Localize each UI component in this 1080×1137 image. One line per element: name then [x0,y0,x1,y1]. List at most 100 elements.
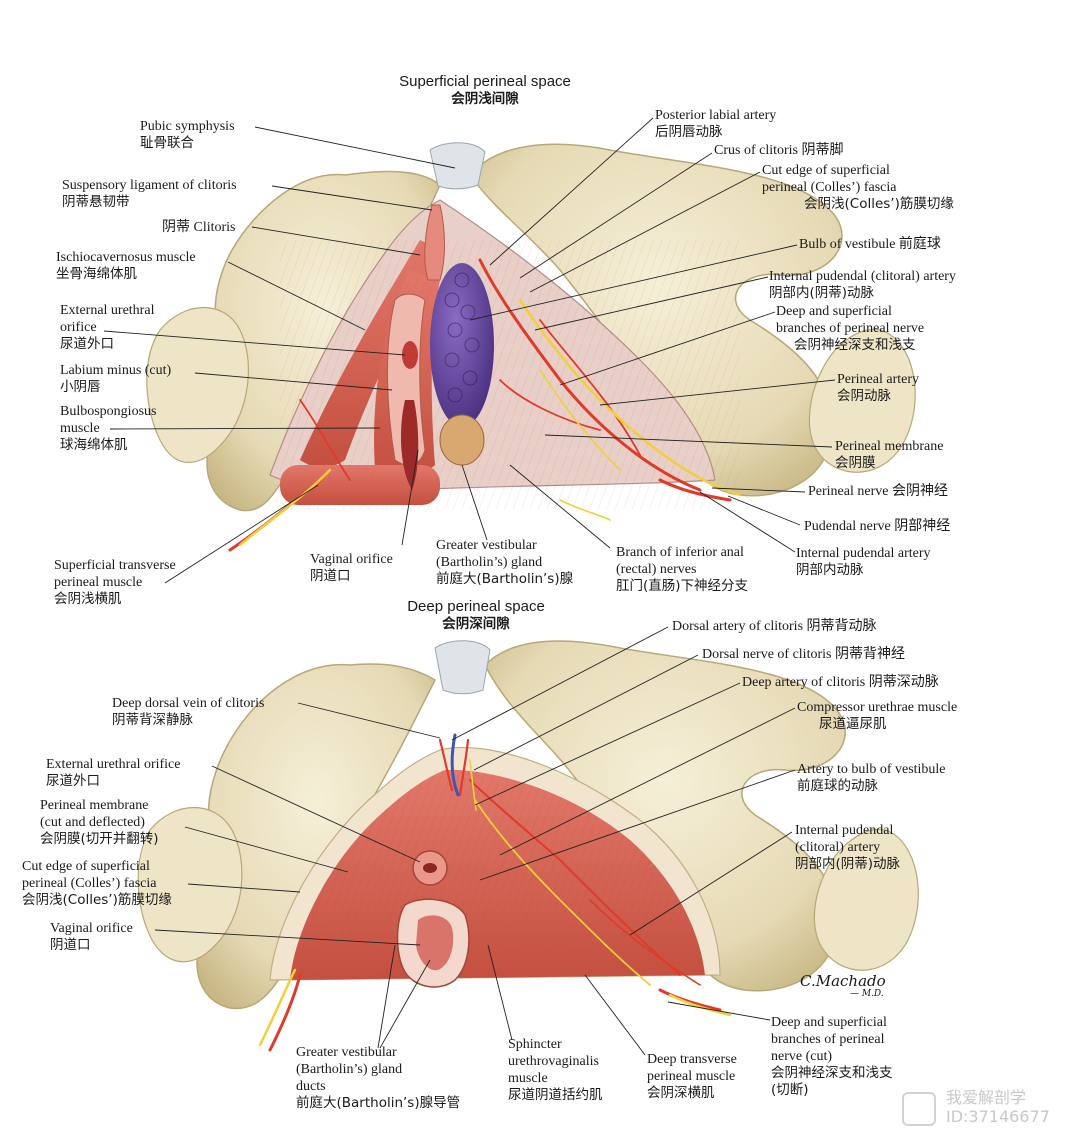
label-line: Deep artery of clitoris 阴蒂深动脉 [742,675,939,690]
label-line-cn: (切断) [771,1082,809,1098]
label-bulb-of-vestibule: Bulb of vestibule 前庭球 [799,236,941,253]
label-external-urethral-orifice-bottom: External urethral orifice 尿道外口 [46,756,180,790]
label-line: Artery to bulb of vestibule [797,762,946,777]
label-line: Pudendal nerve 阴部神经 [804,519,951,534]
top-title-cn: 会阴浅间隙 [451,91,519,107]
label-line-cn: 阴道口 [50,937,91,953]
label-internal-pudendal-clitoral-top: Internal pudendal (clitoral) artery 阴部内(… [769,268,956,302]
label-line-cn: 阴部内动脉 [796,562,864,578]
label-line: perineal muscle [54,575,143,590]
label-line-cn: 坐骨海绵体肌 [56,266,137,282]
label-line-cn: 会阴动脉 [837,388,891,404]
label-dorsal-nerve-of-clitoris: Dorsal nerve of clitoris 阴蒂背神经 [702,646,905,663]
label-pudendal-nerve: Pudendal nerve 阴部神经 [804,518,950,535]
top-vaginal-orifice [400,400,419,490]
label-line-cn: 尿道外口 [60,336,114,352]
label-deep-transverse-perineal: Deep transverse perineal muscle 会阴深横肌 [647,1051,737,1102]
label-greater-vestibular-gland: Greater vestibular (Bartholin’s) gland 前… [436,537,573,588]
bottom-panel-title: Deep perineal space 会阴深间隙 [346,598,606,633]
bottom-left-ischium [137,807,243,963]
label-inferior-anal-nerves: Branch of inferior anal (rectal) nerves … [616,544,748,595]
top-panel-title: Superficial perineal space 会阴浅间隙 [355,73,615,108]
bottom-right-ischium [813,828,919,971]
top-urethral-orifice [402,341,418,369]
label-line: branches of perineal nerve [776,321,925,336]
label-artery-to-bulb: Artery to bulb of vestibule 前庭球的动脉 [797,761,946,795]
watermark: 我爱解剖学 ID:37146677 [902,1088,1050,1126]
top-symphysis [429,142,486,190]
bottom-symphysis [434,640,491,695]
label-line-cn: 尿道阴道括约肌 [508,1087,603,1103]
bottom-illustration [137,640,919,1052]
label-posterior-labial-artery: Posterior labial artery 后阴唇动脉 [655,107,776,141]
label-dorsal-artery-of-clitoris: Dorsal artery of clitoris 阴蒂背动脉 [672,618,877,635]
label-line: Labium minus (cut) [60,363,172,378]
label-line: Deep and superficial [776,304,892,319]
label-line: Internal pudendal [795,823,894,838]
signature-suffix: — M.D. [850,989,884,999]
label-line: Perineal membrane [835,439,944,454]
label-line: Branch of inferior anal [616,545,744,560]
label-line: Sphincter [508,1037,562,1052]
bottom-left-bone [196,663,436,1010]
label-clitoris: 阴蒂 Clitoris [162,219,236,236]
label-line: (Bartholin’s) gland [436,555,543,570]
label-line: Bulb of vestibule 前庭球 [799,237,941,252]
label-line: Compressor urethrae muscle [797,700,958,715]
label-labium-minus: Labium minus (cut) 小阴唇 [60,362,171,396]
label-line: Dorsal artery of clitoris 阴蒂背动脉 [672,619,877,634]
label-line-cn: 会阴神经深支和浅支 [794,337,916,353]
label-line: Superficial transverse [54,558,176,573]
label-sphincter-urethrovaginalis: Sphincter urethrovaginalis muscle 尿道阴道括约… [508,1036,603,1104]
label-line: urethrovaginalis [508,1054,599,1069]
artist-signature: C.Machado — M.D. [800,972,886,999]
label-line: perineal (Colles’) fascia [762,180,897,195]
label-greater-vestibular-ducts: Greater vestibular (Bartholin’s) gland d… [296,1044,460,1112]
label-ischiocavernosus: Ischiocavernosus muscle 坐骨海绵体肌 [56,249,196,283]
label-line: muscle [60,421,100,436]
top-illustration [146,142,916,552]
label-line: perineal muscle [647,1069,736,1084]
label-line: External urethral [60,303,155,318]
watermark-text: 我爱解剖学 [946,1088,1027,1107]
label-line-cn: 会阴浅横肌 [54,591,122,607]
label-crus-of-clitoris: Crus of clitoris 阴蒂脚 [714,142,844,159]
label-line: (cut and deflected) [40,815,145,830]
label-line-cn: 阴道口 [310,568,351,584]
label-internal-pudendal-artery: Internal pudendal artery 阴部内动脉 [796,545,931,579]
label-pubic-symphysis: Pubic symphysis 耻骨联合 [140,118,235,152]
label-line: Ischiocavernosus muscle [56,250,196,265]
label-deep-dorsal-vein: Deep dorsal vein of clitoris 阴蒂背深静脉 [112,695,264,729]
label-line: Greater vestibular [296,1045,397,1060]
label-line-cn: 前庭球的动脉 [797,778,878,794]
label-line: Greater vestibular [436,538,537,553]
label-line: Perineal nerve 会阴神经 [808,484,948,499]
label-line-cn: 阴蒂背深静脉 [112,712,193,728]
label-line: (rectal) nerves [616,562,697,577]
label-compressor-urethrae: Compressor urethrae muscle 尿道逼尿肌 [797,699,957,733]
label-cut-edge-colles-top: Cut edge of superficial perineal (Colles… [762,162,954,213]
label-line: Vaginal orifice [310,552,393,567]
label-cut-edge-colles-bottom: Cut edge of superficial perineal (Colles… [22,858,172,909]
label-line-cn: 肛门(直肠)下神经分支 [616,578,749,594]
label-internal-pudendal-clitoral-bottom: Internal pudendal (clitoral) artery 阴部内(… [795,822,900,873]
label-line: Deep dorsal vein of clitoris [112,696,265,711]
label-line: branches of perineal [771,1032,885,1047]
label-perineal-nerve: Perineal nerve 会阴神经 [808,483,948,500]
label-line: Pubic symphysis [140,119,235,134]
label-line: Suspensory ligament of clitoris [62,178,237,193]
label-perineal-nerve-branches-cut: Deep and superficial branches of perinea… [771,1014,893,1099]
label-line: Dorsal nerve of clitoris 阴蒂背神经 [702,647,905,662]
label-line-cn: 后阴唇动脉 [655,124,723,140]
label-vaginal-orifice-top: Vaginal orifice 阴道口 [310,551,393,585]
label-deep-artery-of-clitoris: Deep artery of clitoris 阴蒂深动脉 [742,674,939,691]
top-greater-vestibular-gland [439,414,485,466]
label-line: Perineal artery [837,372,920,387]
top-bulb-of-vestibule [430,263,494,427]
label-line: (Bartholin’s) gland [296,1062,403,1077]
watermark-id: ID:37146677 [946,1107,1050,1126]
label-line: Crus of clitoris 阴蒂脚 [714,143,844,158]
watermark-logo-icon [902,1092,936,1126]
